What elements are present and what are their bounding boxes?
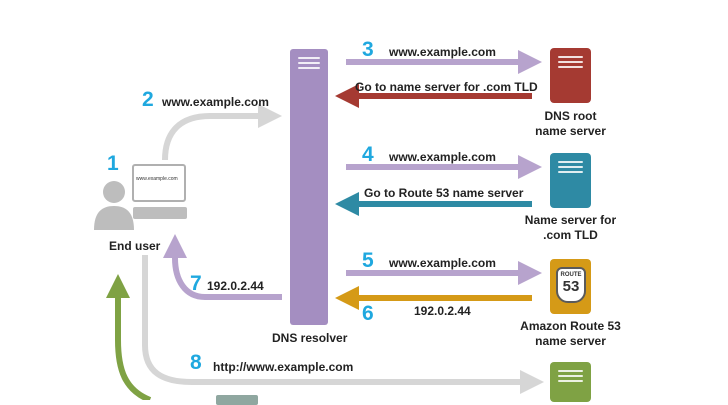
route53-server-icon: ROUTE 53 [550,259,591,314]
step-5-number: 5 [362,249,374,272]
route53-label: Amazon Route 53 name server [510,319,631,349]
step-8-number: 8 [190,351,202,374]
user-icon [94,181,134,230]
keyboard-icon [133,207,187,219]
tld-label-line-1: Name server for [524,213,617,227]
step-3-label: www.example.com [389,45,496,59]
dns-resolver-label: DNS resolver [272,331,348,345]
step-2-label: www.example.com [162,95,269,109]
step-3-number: 3 [362,38,374,61]
step-1-number: 1 [107,152,119,175]
step-4-label: www.example.com [389,150,496,164]
route53-label-line-2: name server [535,334,606,348]
step-6-label: 192.0.2.44 [414,304,471,318]
arrow-web-response [106,274,152,400]
step-7-label: 192.0.2.44 [207,279,264,293]
web-server-icon [550,362,591,402]
step-7-number: 7 [190,272,202,295]
monitor-text: www.example.com [136,176,178,182]
route53-shield-icon: ROUTE 53 [556,267,586,303]
step-4-number: 4 [362,143,374,166]
tld-label: Name server for .com TLD [515,213,626,243]
route53-badge-number: 53 [562,278,580,295]
tld-server-icon [550,153,591,208]
arrow-step-7 [163,234,282,300]
step-8-label: http://www.example.com [213,360,354,374]
root-response-label: Go to name server for .com TLD [355,80,538,94]
dns-root-label: DNS root name server [520,109,621,139]
arrow-step-8 [142,255,544,394]
step-5-label: www.example.com [389,256,496,270]
route53-label-line-1: Amazon Route 53 [520,319,621,333]
dns-root-server-icon [550,48,591,103]
tld-label-line-2: .com TLD [543,228,598,242]
step-2-number: 2 [142,88,154,111]
step-6-number: 6 [362,302,374,325]
computer-icon: www.example.com [132,164,186,202]
route53-badge-top: ROUTE [560,272,582,278]
partial-server-icon [216,395,258,405]
arrow-step-2 [162,104,282,161]
dns-root-label-line-2: name server [535,124,606,138]
end-user-label: End user [109,239,161,253]
tld-response-label: Go to Route 53 name server [364,186,524,200]
dns-resolver-server-icon [290,49,328,325]
dns-root-label-line-1: DNS root [544,109,597,123]
